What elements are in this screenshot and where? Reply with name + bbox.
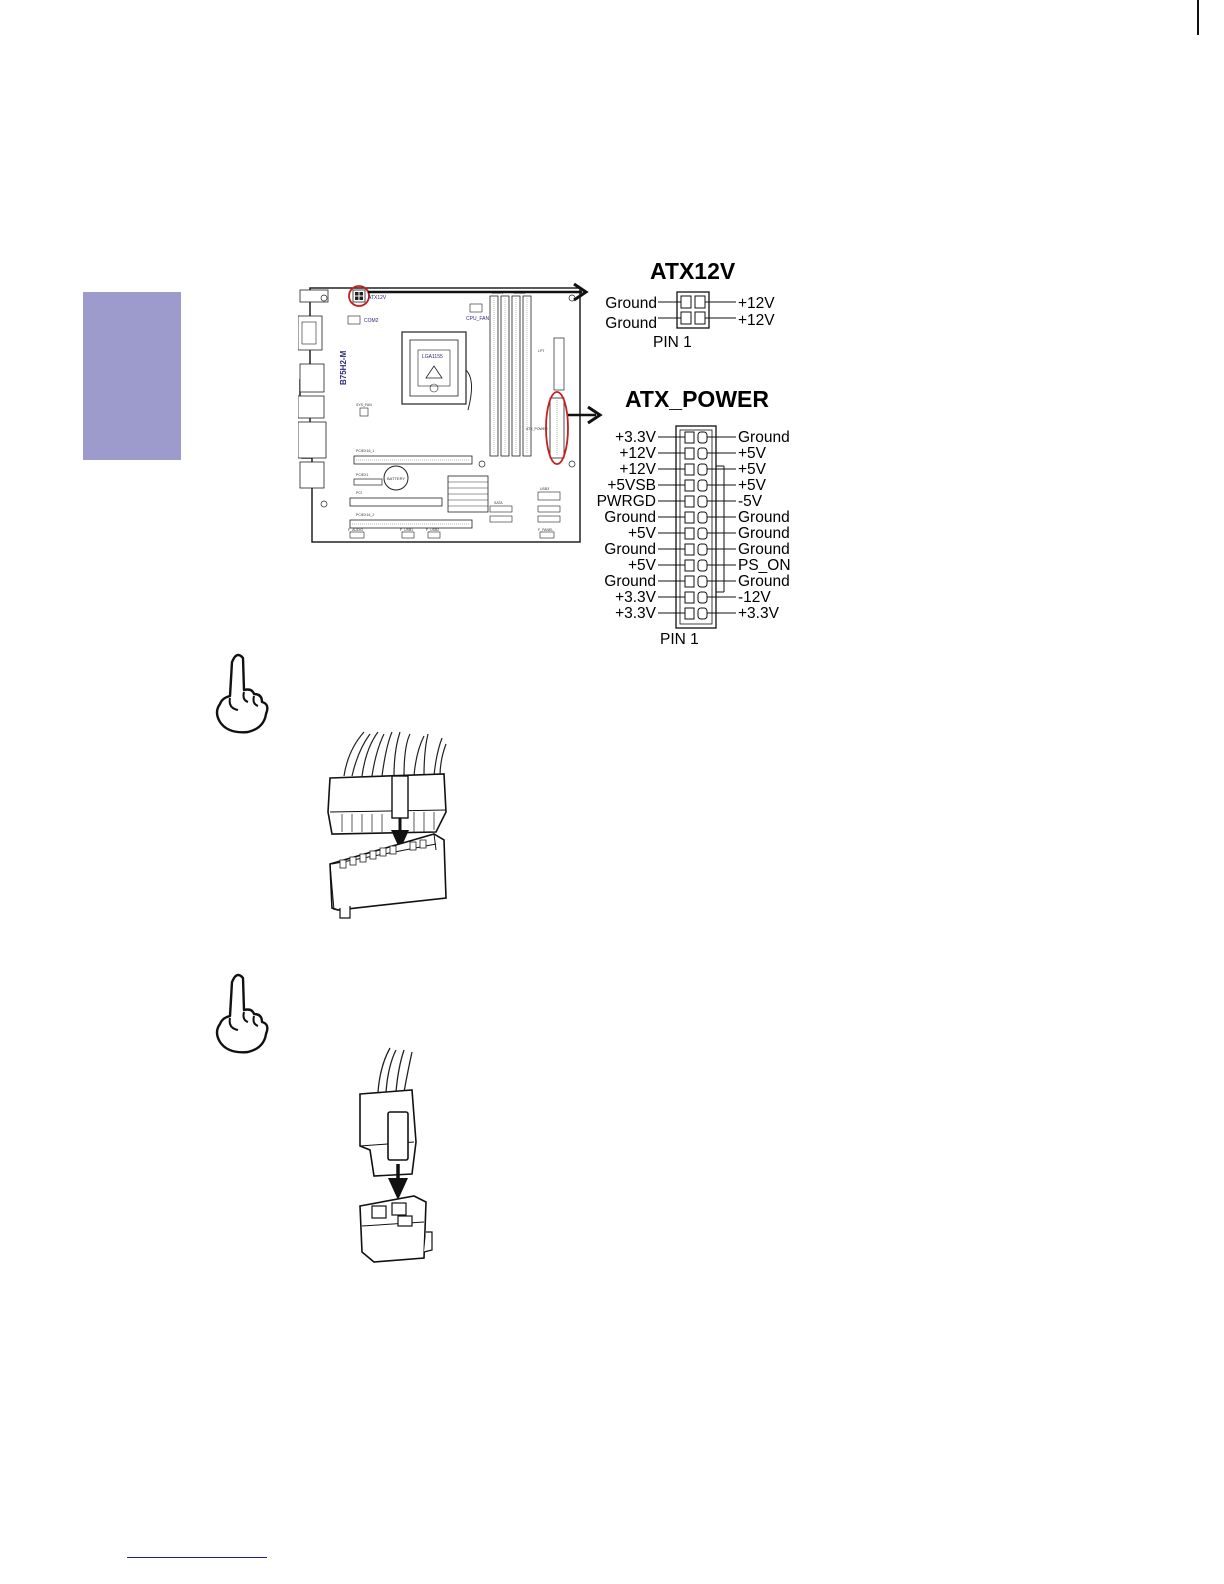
atx12v-pinout-diagram: ATX12V Ground Ground +12V +12V PIN 1 bbox=[605, 258, 775, 351]
atx-power-right-pin-label: PS_ON bbox=[738, 557, 791, 574]
atx-power-right-pin bbox=[697, 447, 708, 460]
atx-power-right-pin bbox=[697, 431, 708, 444]
mb-label-f-panel: F_PANEL bbox=[538, 528, 553, 532]
atx-power-left-pin-label: +12V bbox=[619, 445, 656, 462]
atx-power-right-pin-label: -12V bbox=[738, 589, 771, 606]
atx-power-right-pin-label: Ground bbox=[738, 573, 790, 590]
atx-power-right-pin-label: +3.3V bbox=[738, 605, 780, 622]
atx-power-right-pin bbox=[697, 527, 708, 540]
atx-power-right-pin-label: Ground bbox=[738, 541, 790, 558]
atx-power-left-pin bbox=[684, 527, 695, 540]
atx-power-left-pin-label: Ground bbox=[604, 573, 656, 590]
atx-power-left-pin bbox=[684, 479, 695, 492]
mb-label-usb3: USB3 bbox=[540, 487, 549, 491]
mb-label-pcie16: PCIEX16_1 bbox=[356, 449, 374, 453]
mb-label-com2: COM2 bbox=[364, 318, 379, 324]
atx-power-right-pin bbox=[697, 495, 708, 508]
atx12v-title: ATX12V bbox=[650, 258, 736, 284]
atx12v-highlight-circle bbox=[348, 285, 370, 307]
atx-power-left-pin-label: Ground bbox=[604, 541, 656, 558]
atx-power-highlight-ellipse bbox=[545, 391, 569, 465]
mb-label-f-usb2: F_USB2 bbox=[426, 528, 439, 532]
atx-24pin-connector-illustration bbox=[327, 731, 447, 919]
atx-power-right-pin-label: +5V bbox=[738, 445, 767, 462]
pointing-hand-icon bbox=[215, 653, 269, 734]
atx-power-right-pin bbox=[697, 463, 708, 476]
atx-power-right-pin bbox=[697, 543, 708, 556]
atx-power-left-pin bbox=[684, 607, 695, 620]
atx-power-left-pin-label: +5VSB bbox=[607, 477, 656, 494]
atx12v-4pin-connector-illustration bbox=[359, 1047, 433, 1263]
mb-label-f-audio: F_AUDIO bbox=[348, 528, 363, 532]
mb-label-f-usb1: F_USB1 bbox=[400, 528, 413, 532]
atx-power-pin1-label: PIN 1 bbox=[660, 631, 699, 648]
atx-power-left-pin bbox=[684, 559, 695, 572]
atx-power-left-pin-label: +5V bbox=[628, 557, 657, 574]
atx-power-right-pin-label: -5V bbox=[738, 493, 763, 510]
footer-rule bbox=[127, 1557, 267, 1558]
atx12v-left-pin-2: Ground bbox=[605, 315, 657, 332]
atx-power-left-pin-label: +3.3V bbox=[615, 589, 657, 606]
atx-power-right-pin bbox=[697, 591, 708, 604]
atx-power-left-pin-label: +12V bbox=[619, 461, 656, 478]
atx-power-right-pin-label: Ground bbox=[738, 429, 790, 446]
atx12v-right-pin-2: +12V bbox=[738, 312, 775, 329]
atx-power-left-pin bbox=[684, 495, 695, 508]
atx-power-left-pin-label: +5V bbox=[628, 525, 657, 542]
atx12v-pin1-label: PIN 1 bbox=[653, 334, 692, 351]
atx12v-right-pin-1: +12V bbox=[738, 295, 775, 312]
mb-label-cpu-fan: CPU_FAN bbox=[466, 316, 489, 322]
pointing-hand-icon bbox=[215, 973, 269, 1054]
mb-label-atx12v: ATX12V bbox=[368, 295, 387, 301]
mb-label-sys-fan: SYS_FAN bbox=[356, 403, 372, 407]
mb-label-sata: SATA bbox=[494, 501, 503, 505]
atx-power-left-pin-label: +3.3V bbox=[615, 429, 657, 446]
atx-power-left-pin bbox=[684, 543, 695, 556]
atx-power-left-pin bbox=[684, 431, 695, 444]
atx-power-left-pin-label: PWRGD bbox=[597, 493, 656, 510]
atx-power-right-pin bbox=[697, 511, 708, 524]
atx-power-right-pin bbox=[697, 607, 708, 620]
atx-power-left-pin bbox=[684, 575, 695, 588]
mb-cpu-socket-label: LGA1155 bbox=[422, 354, 443, 360]
mb-label-atx-power: ATX_POWER bbox=[526, 427, 548, 431]
mb-label-pci: PCI bbox=[356, 491, 362, 495]
mb-label-lpt: LPT bbox=[538, 349, 545, 353]
mb-battery-label: BATTERY bbox=[387, 476, 405, 481]
atx-power-left-pin bbox=[684, 447, 695, 460]
atx-power-left-pin bbox=[684, 463, 695, 476]
atx-power-left-pin-label: Ground bbox=[604, 509, 656, 526]
chapter-side-tab bbox=[83, 292, 181, 460]
atx-power-left-pin-label: +3.3V bbox=[615, 605, 657, 622]
atx-power-right-pin bbox=[697, 559, 708, 572]
mb-label-pcie4: PCIEX16_2 bbox=[356, 513, 374, 517]
atx-power-right-pin-label: Ground bbox=[738, 509, 790, 526]
motherboard-diagram: ATX12V COM2 CPU_FAN B75H2-M LGA1155 DIMM… bbox=[298, 285, 581, 543]
atx-power-right-pin-label: Ground bbox=[738, 525, 790, 542]
atx-power-left-pin bbox=[684, 511, 695, 524]
atx-power-left-pin bbox=[684, 591, 695, 604]
atx12v-left-pin-1: Ground bbox=[605, 295, 657, 312]
atx-power-title: ATX_POWER bbox=[625, 386, 769, 412]
pointer-arrows bbox=[368, 282, 603, 425]
mb-model-label: B75H2-M bbox=[339, 350, 348, 385]
mb-label-pcie1: PCIEX1 bbox=[356, 473, 369, 477]
atx-power-right-pin-label: +5V bbox=[738, 477, 767, 494]
atx-power-right-pin bbox=[697, 479, 708, 492]
atx-power-right-pin bbox=[697, 575, 708, 588]
atx-power-right-pin-label: +5V bbox=[738, 461, 767, 478]
top-edge-rule bbox=[1197, 0, 1199, 35]
